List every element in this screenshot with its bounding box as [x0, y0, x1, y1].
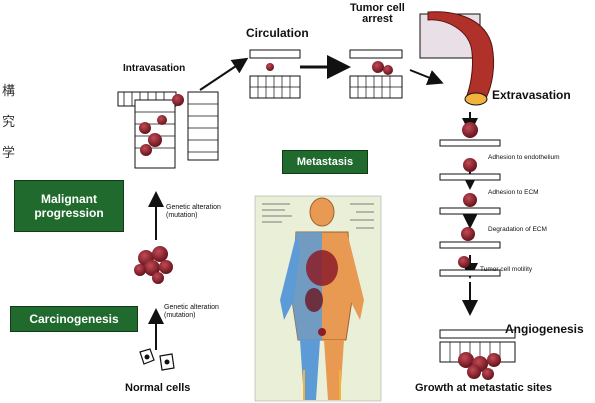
- arrow-intravasation-to-circulation: [200, 60, 245, 90]
- intravasation-illustration: [118, 92, 218, 168]
- label-intravasation: Intravasation: [123, 63, 185, 74]
- circulation-illustration: [250, 50, 300, 98]
- side-char-1: 構: [2, 80, 15, 99]
- label-normal-cells: Normal cells: [125, 382, 190, 394]
- label-genetic-alteration-upper: Genetic alteration (mutation): [166, 204, 221, 220]
- anatomy-figure: [255, 196, 381, 401]
- label-circulation: Circulation: [246, 26, 309, 40]
- label-adhesion-ecm: Adhesion to ECM: [488, 189, 539, 196]
- label-tumor-cell-arrest: Tumor cell arrest: [350, 3, 405, 25]
- label-degradation-ecm: Degradation of ECM: [488, 226, 547, 233]
- label-malignant-progression: Malignant progression: [14, 180, 124, 232]
- label-growth-metastatic-sites: Growth at metastatic sites: [415, 382, 552, 394]
- label-metastasis: Metastasis: [282, 150, 368, 174]
- extravasation-artery: [420, 12, 494, 105]
- normal-cells-illustration: [140, 349, 174, 370]
- metastatic-growth-illustration: [440, 330, 515, 380]
- label-carcinogenesis: Carcinogenesis: [10, 306, 138, 332]
- tumor-cluster: [134, 246, 173, 284]
- label-angiogenesis: Angiogenesis: [505, 322, 584, 336]
- label-extravasation: Extravasation: [492, 88, 571, 102]
- side-char-3: 学: [2, 142, 15, 161]
- arrow-arrest-to-extravasation: [410, 70, 440, 82]
- label-genetic-alteration-lower: Genetic alteration (mutation): [164, 304, 219, 320]
- label-tumor-cell-motility: Tumor cell motility: [480, 266, 532, 273]
- label-adhesion-endothelium: Adhesion to endothelium: [488, 154, 560, 161]
- side-char-2: 究: [2, 111, 15, 130]
- arrest-illustration: [350, 50, 402, 98]
